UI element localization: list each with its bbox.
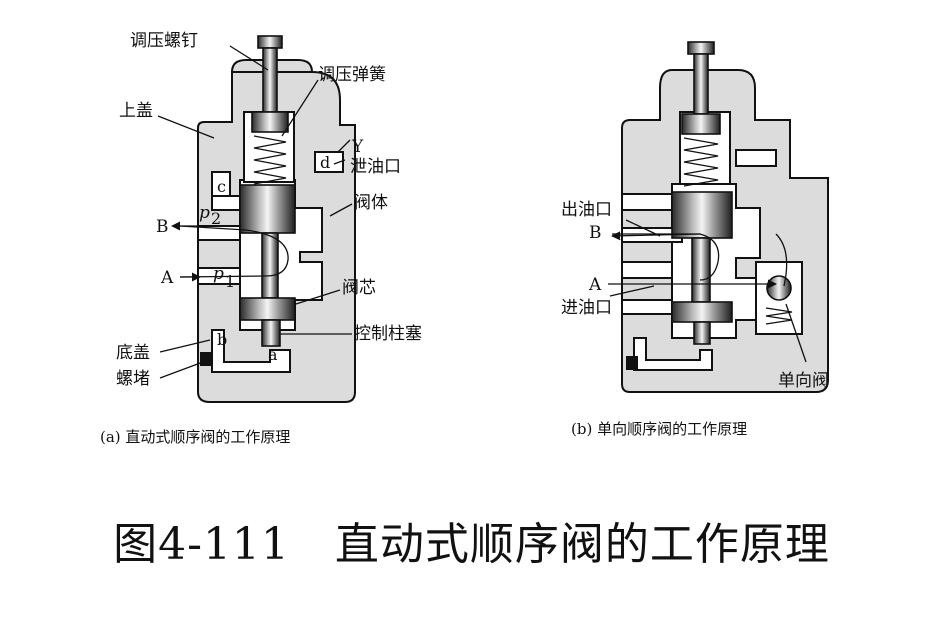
label-check-valve: 单向阀: [778, 371, 829, 391]
diagram-b: 出油口 B A 进油口 单向阀 (b) 单向顺序阀的工作原理: [561, 41, 829, 438]
label-spool: 阀芯: [342, 278, 376, 298]
label-p1: p: [213, 264, 224, 284]
label-port-y: Y: [351, 137, 364, 157]
diagram-a: 调压螺钉 调压弹簧 上盖 Y 泄油口 阀体 阀芯 控制柱塞 底盖 螺堵 B A …: [100, 31, 422, 446]
label-p2-sub: 2: [211, 209, 221, 228]
label-p2: p: [199, 203, 210, 223]
label-port-a-a: A: [160, 268, 174, 288]
caption-b: (b) 单向顺序阀的工作原理: [571, 420, 747, 438]
label-chamber-c: c: [217, 177, 226, 196]
label-top-cover: 上盖: [119, 101, 153, 121]
label-valve-body: 阀体: [354, 193, 388, 213]
label-plug: 螺堵: [116, 369, 150, 389]
label-port-b-a: B: [156, 217, 169, 237]
label-bottom-cover: 底盖: [116, 343, 150, 363]
label-drain-port: 泄油口: [350, 157, 401, 177]
label-chamber-a: a: [268, 345, 278, 364]
label-adjusting-screw: 调压螺钉: [130, 31, 198, 51]
caption-a: (a) 直动式顺序阀的工作原理: [100, 428, 290, 446]
label-adjusting-spring: 调压弹簧: [318, 65, 386, 85]
label-p1-sub: 1: [225, 272, 235, 291]
label-port-b-b: B: [589, 223, 602, 243]
label-control-plunger: 控制柱塞: [354, 324, 422, 344]
label-chamber-b: b: [217, 330, 227, 349]
label-outlet: 出油口: [561, 200, 612, 220]
label-port-a-b: A: [588, 275, 602, 295]
figure-title: 图4-111 直动式顺序阀的工作原理: [113, 519, 830, 570]
label-inlet: 进油口: [561, 298, 612, 318]
label-chamber-d: d: [320, 153, 330, 172]
